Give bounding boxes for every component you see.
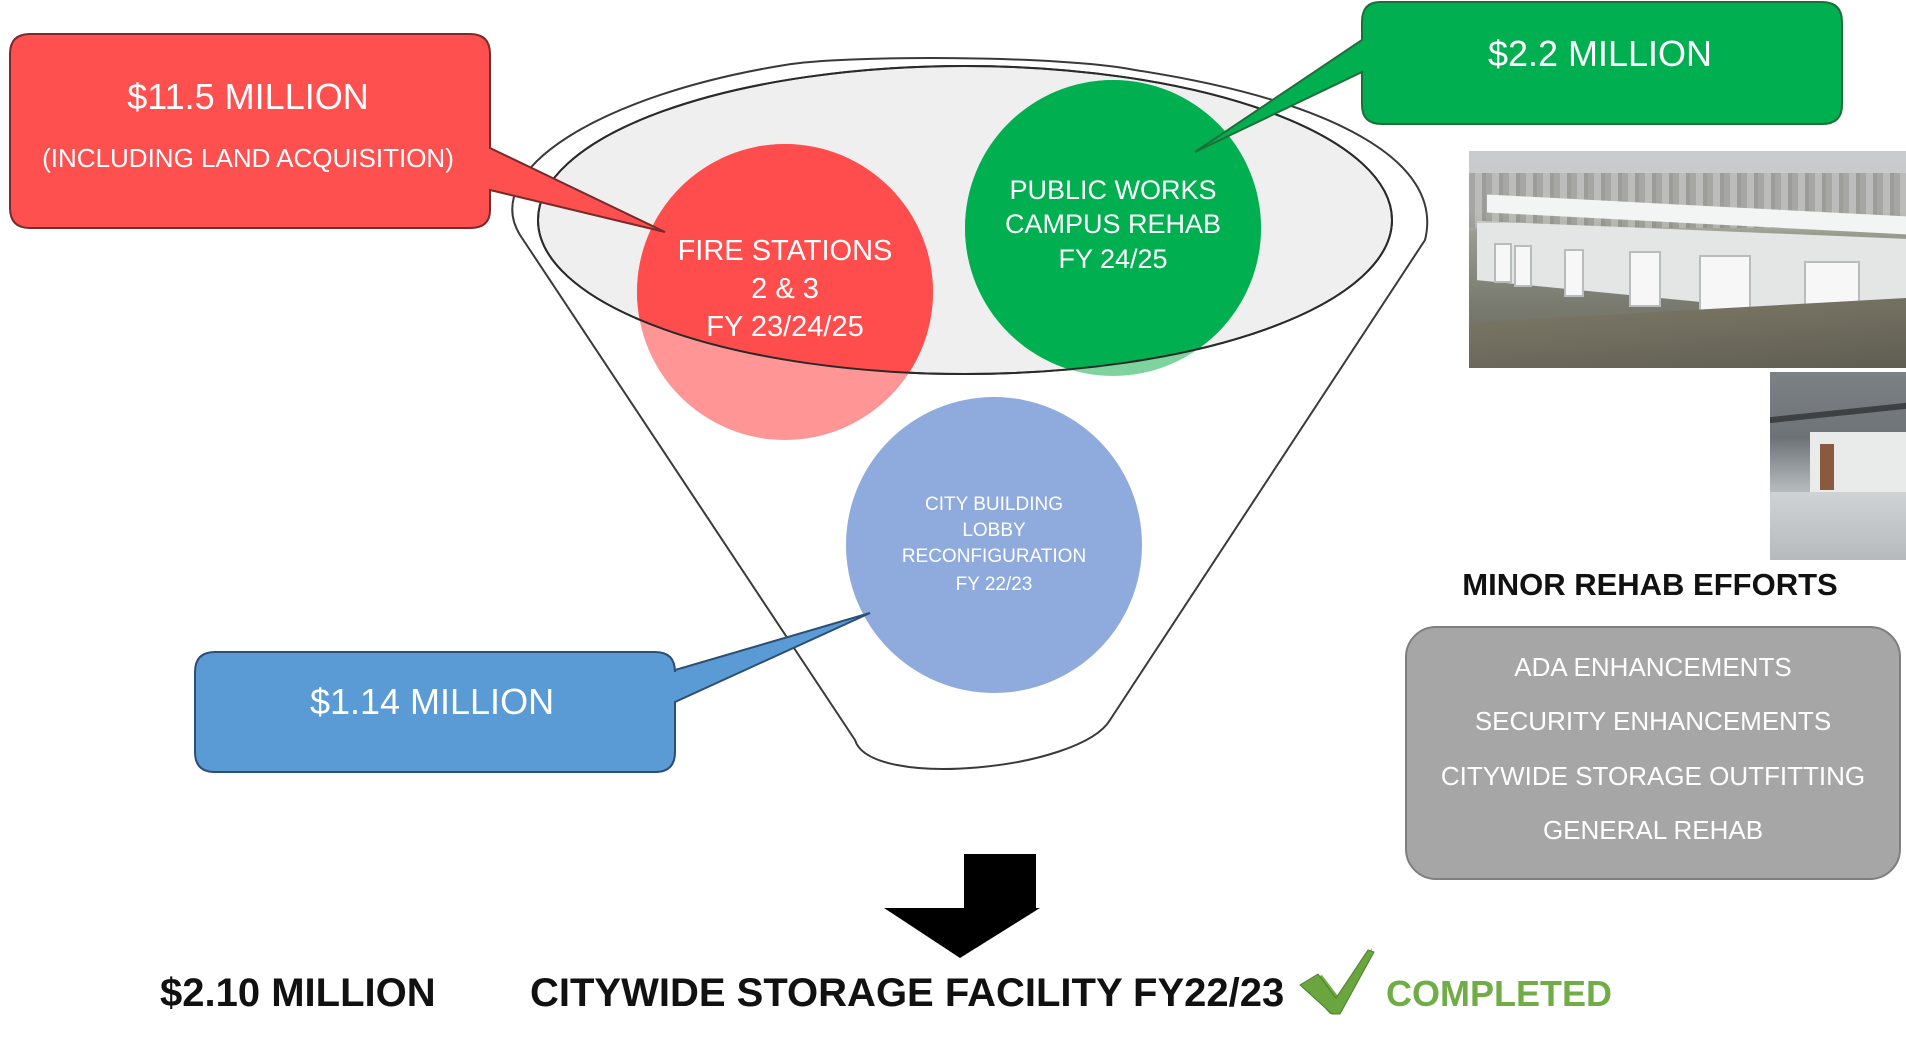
- svg-text:CITYWIDE STORAGE OUTFITTING: CITYWIDE STORAGE OUTFITTING: [1441, 761, 1865, 791]
- city-building-label: CITY BUILDING LOBBY RECONFIGURATION FY 2…: [902, 494, 1086, 595]
- result-project: CITYWIDE STORAGE FACILITY FY22/23: [530, 971, 1284, 1015]
- svg-text:2 & 3: 2 & 3: [751, 273, 819, 305]
- svg-text:CITY BUILDING: CITY BUILDING: [925, 494, 1063, 515]
- svg-text:ADA ENHANCEMENTS: ADA ENHANCEMENTS: [1514, 652, 1791, 682]
- fire-callout-note: (INCLUDING LAND ACQUISITION): [42, 143, 454, 173]
- svg-text:FY 22/23: FY 22/23: [956, 574, 1033, 595]
- city-building-callout-amount: $1.14 MILLION: [310, 681, 554, 722]
- city-building-circle: [846, 397, 1142, 693]
- minor-rehab-title: MINOR REHAB EFFORTS: [1462, 567, 1837, 602]
- svg-text:CAMPUS REHAB: CAMPUS REHAB: [1005, 209, 1221, 239]
- minor-rehab-box: [1405, 626, 1901, 880]
- fire-callout: [9, 33, 666, 233]
- svg-text:GENERAL REHAB: GENERAL REHAB: [1543, 815, 1763, 845]
- svg-text:PUBLIC WORKS: PUBLIC WORKS: [1009, 175, 1216, 205]
- storage-building-exterior-photo: [1469, 151, 1906, 368]
- svg-text:LOBBY: LOBBY: [962, 520, 1026, 541]
- svg-text:FY 23/24/25: FY 23/24/25: [706, 311, 863, 343]
- city-building-callout: [194, 612, 871, 773]
- svg-text:RECONFIGURATION: RECONFIGURATION: [902, 546, 1086, 567]
- svg-text:SECURITY ENHANCEMENTS: SECURITY ENHANCEMENTS: [1475, 706, 1831, 736]
- fire-stations-label: FIRE STATIONS 2 & 3 FY 23/24/25: [678, 235, 893, 343]
- svg-text:FIRE STATIONS: FIRE STATIONS: [678, 235, 893, 267]
- completed-status: COMPLETED: [1386, 973, 1612, 1014]
- fire-callout-amount: $11.5 MILLION: [127, 76, 368, 117]
- public-works-callout-amount: $2.2 MILLION: [1488, 33, 1712, 74]
- result-amount: $2.10 MILLION: [160, 971, 436, 1015]
- minor-rehab-list: ADA ENHANCEMENTS SECURITY ENHANCEMENTS C…: [1441, 652, 1865, 845]
- public-works-callout: [1194, 1, 1843, 153]
- public-works-label: PUBLIC WORKS CAMPUS REHAB FY 24/25: [1005, 175, 1221, 274]
- storage-building-interior-photo: [1770, 372, 1906, 560]
- svg-text:FY 24/25: FY 24/25: [1058, 244, 1167, 274]
